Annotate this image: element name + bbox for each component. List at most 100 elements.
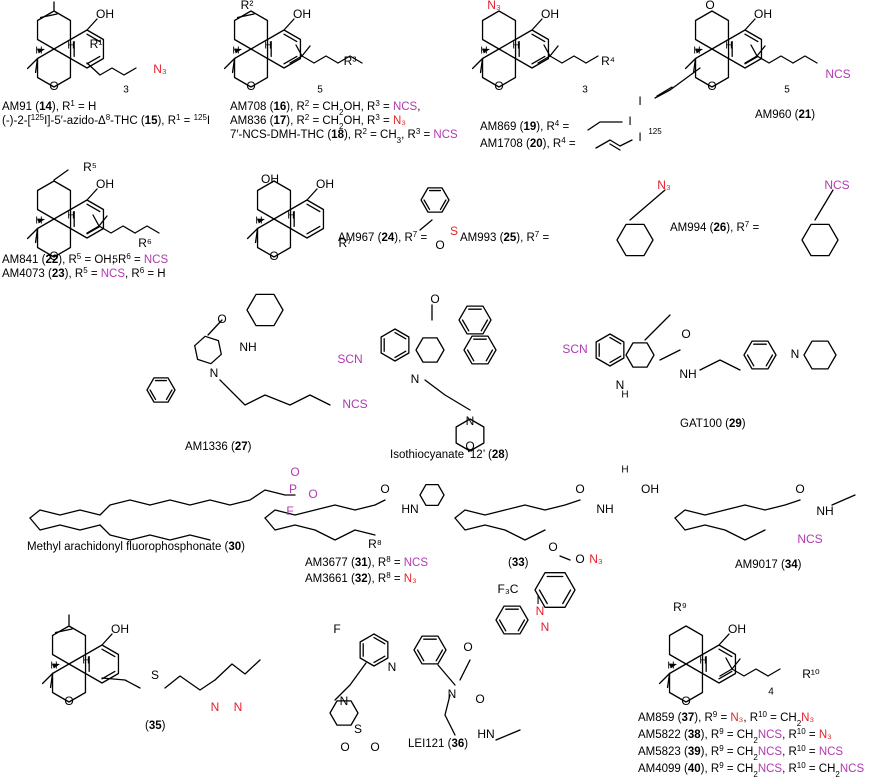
atom-label: I [536, 593, 539, 607]
caption-segment: 38 [688, 729, 701, 741]
caption-segment: AM91 ( [2, 101, 39, 113]
atom-label: I [628, 114, 631, 128]
atom-label: 4 [768, 687, 774, 698]
bond [54, 628, 73, 634]
ring [329, 700, 359, 726]
compound-label-c28: Isothiocyanate ‘12’ (28) [390, 449, 509, 461]
bond [101, 648, 116, 658]
compound-label-c38: AM5822 (38), R9 = CH2NCS, R10 = N₃ [638, 727, 832, 745]
caption-segment: 2 [305, 113, 310, 122]
caption-segment: ( [508, 557, 512, 569]
caption-segment: I [207, 115, 210, 127]
bond-chain [719, 668, 769, 677]
caption-segment: NCS [758, 746, 783, 758]
ring [146, 377, 176, 403]
caption-segment: ), R [701, 729, 720, 741]
caption-segment: AM3661 ( [305, 573, 355, 585]
atom-label: H [82, 656, 89, 667]
atom-label: O [217, 312, 226, 326]
wedge-bond [37, 48, 45, 54]
compound-label-c29: GAT100 (29) [680, 418, 746, 430]
caption-segment: OH, R [343, 101, 375, 113]
atom-label: H [621, 465, 628, 476]
atom-label: N₃ [657, 178, 671, 192]
bond-chain [595, 139, 633, 149]
bond [34, 227, 39, 244]
bond [86, 55, 101, 65]
bond [101, 633, 113, 646]
caption-segment: NCS [144, 254, 169, 266]
atom-label: H [512, 41, 519, 52]
bond [480, 319, 489, 332]
bond [744, 18, 756, 31]
caption-segment: 33 [512, 557, 525, 569]
atom-label: H [621, 390, 628, 401]
caption-segment: 7 [535, 230, 540, 239]
caption-segment: ) [811, 109, 815, 121]
caption-segment: 36 [451, 738, 464, 750]
ring [743, 340, 777, 370]
bond [423, 199, 431, 211]
caption-segment: AM4099 ( [638, 763, 688, 775]
ring [495, 605, 529, 635]
bond [394, 331, 407, 340]
wedge-bond [52, 663, 60, 669]
atom-label: O [49, 79, 58, 93]
compound-label-c32: AM3661 (32), R8 = N₃ [305, 571, 417, 586]
wedge-bond [257, 218, 265, 224]
bond [609, 336, 622, 345]
ring [801, 223, 839, 257]
caption-segment: ), R [536, 121, 555, 133]
compound-label-c40: AM4099 (40), R9 = CH2NCS, R10 = CH2NCS [638, 761, 864, 779]
atom-label: R⁵ [83, 160, 97, 174]
caption-segment: 6 [126, 252, 131, 261]
atom-label: SCN [337, 352, 362, 366]
atom-label: R² [241, 0, 254, 12]
ring [266, 29, 302, 69]
caption-segment: = [806, 746, 819, 758]
caption-segment: 40 [688, 763, 701, 775]
atom-label: N₃ [153, 62, 167, 76]
caption-segment: ), R [701, 763, 720, 775]
atom-label: O [246, 79, 255, 93]
ring [595, 333, 625, 367]
caption-segment: 2 [753, 770, 758, 779]
caption-segment: ), R [368, 557, 387, 569]
atom-label: H [287, 211, 294, 222]
bond [466, 349, 475, 362]
caption-segment: = [380, 101, 393, 113]
ring [246, 293, 284, 327]
caption-segment: 29 [729, 418, 742, 430]
bond [416, 649, 425, 662]
caption-segment: NCS [840, 763, 865, 775]
caption-segment: AM869 ( [480, 121, 524, 133]
caption-segment: AM1708 ( [480, 138, 530, 150]
caption-segment: = [180, 115, 193, 127]
caption-segment: ), R [344, 129, 363, 141]
caption-segment: ) [241, 541, 245, 553]
caption-segment: 23 [52, 268, 65, 280]
bond [692, 57, 697, 74]
bond-chain [444, 694, 456, 736]
caption-segment: AM967 ( [338, 232, 382, 244]
atom-label: OH [754, 7, 772, 21]
caption-segment: 3 [375, 99, 380, 108]
ring [514, 29, 550, 69]
ring [463, 335, 497, 365]
caption-segment: 125 [194, 113, 208, 122]
atom-label: N [234, 700, 243, 714]
bond [609, 355, 622, 364]
caption-segment: , R [743, 712, 758, 724]
caption-segment: 20 [530, 138, 543, 150]
bond [86, 188, 98, 201]
bond [498, 619, 507, 632]
bond [86, 33, 101, 43]
atom-label: H [35, 216, 42, 227]
atom-label: N [536, 604, 545, 618]
caption-segment: N₃ [404, 573, 417, 585]
bond-chain [699, 359, 741, 371]
caption-segment: 14 [39, 101, 52, 113]
bond [659, 314, 671, 326]
atom-label: O [430, 292, 439, 306]
compound-label-c15: (-)-2-[125I]-5′-azido-Δ8-THC (15), R1 = … [2, 113, 210, 128]
